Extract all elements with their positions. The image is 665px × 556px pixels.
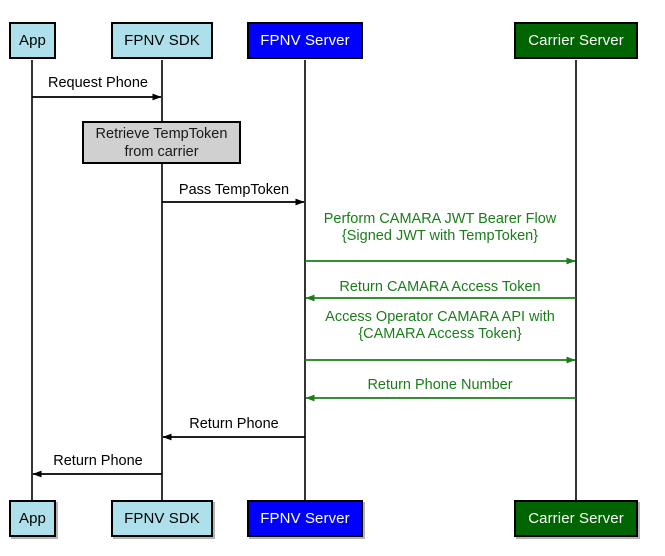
message-label-line: Return CAMARA Access Token	[339, 279, 541, 295]
message-label-line: Return Phone	[53, 453, 143, 469]
message-label-return-phone-server-to-sdk: Return Phone	[189, 416, 278, 433]
message-label-line: Perform CAMARA JWT Bearer Flow	[323, 211, 557, 227]
participant-app-footer[interactable]: App	[9, 500, 56, 537]
participant-server-footer[interactable]: FPNV Server	[247, 500, 363, 537]
note-line: from carrier	[124, 143, 199, 160]
participant-label: FPNV Server	[260, 510, 350, 527]
message-label-line: Request Phone	[48, 75, 148, 91]
message-label-line: Pass TempToken	[178, 182, 290, 198]
message-label-access-operator-camara-api: Access Operator CAMARA API with{CAMARA A…	[325, 309, 555, 343]
message-label-pass-temptoken: Pass TempToken	[179, 182, 289, 199]
message-label-line: Return Phone Number	[367, 377, 513, 393]
participant-label: FPNV SDK	[124, 510, 200, 527]
message-label-line: {Signed JWT with TempToken}	[341, 228, 539, 244]
message-label-return-phone-number: Return Phone Number	[367, 377, 512, 394]
message-arrows	[32, 93, 576, 478]
message-label-line: Return Phone	[189, 416, 279, 432]
participant-label: Carrier Server	[528, 32, 624, 49]
participant-label: FPNV Server	[260, 32, 350, 49]
message-label-perform-camara-jwt-bearer-flow: Perform CAMARA JWT Bearer Flow{Signed JW…	[324, 211, 557, 245]
message-label-return-camara-access-token: Return CAMARA Access Token	[339, 279, 540, 296]
participant-carrier-header[interactable]: Carrier Server	[514, 22, 638, 59]
participant-label: Carrier Server	[528, 510, 624, 527]
participant-server-header[interactable]: FPNV Server	[247, 22, 363, 59]
message-label-return-phone-sdk-to-app: Return Phone	[53, 453, 142, 470]
participant-app-header[interactable]: App	[9, 22, 56, 59]
note-line: Retrieve TempToken	[95, 125, 228, 142]
participant-label: FPNV SDK	[124, 32, 200, 49]
participant-label: App	[19, 32, 46, 49]
message-label-request-phone: Request Phone	[48, 75, 148, 92]
participant-label: App	[19, 510, 46, 527]
participant-sdk-footer[interactable]: FPNV SDK	[111, 500, 213, 537]
message-label-line: Access Operator CAMARA API with	[325, 309, 555, 325]
participant-carrier-footer[interactable]: Carrier Server	[514, 500, 638, 537]
message-label-line: {CAMARA Access Token}	[358, 326, 522, 342]
participant-sdk-header[interactable]: FPNV SDK	[111, 22, 213, 59]
